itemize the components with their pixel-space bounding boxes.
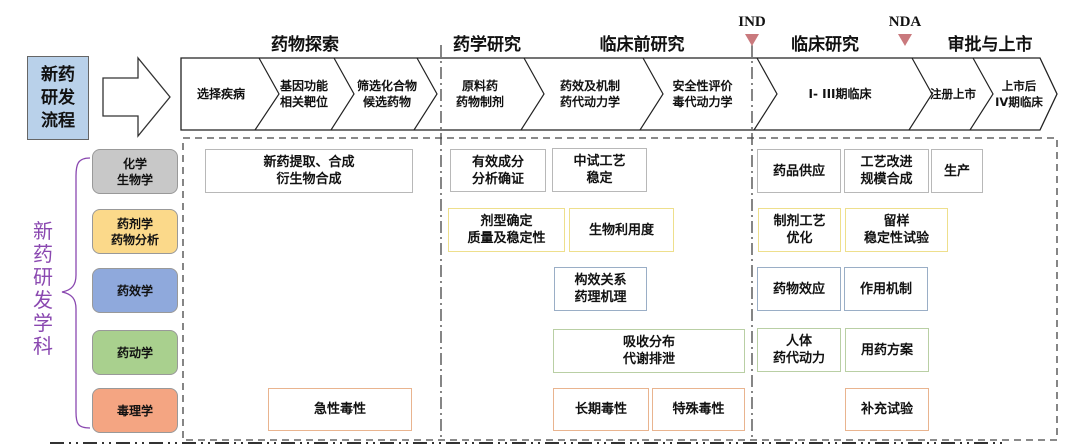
activity-box: 制剂工艺 优化 — [758, 208, 841, 252]
discipline-chemistry: 化学 生物学 — [92, 149, 178, 194]
activity-box: 剂型确定 质量及稳定性 — [448, 208, 565, 252]
activity-box: 有效成分 分析确证 — [450, 149, 546, 192]
discipline-pharmacodynamics: 药效学 — [92, 268, 178, 313]
milestone-ind: IND — [738, 14, 766, 30]
chevron-step: 选择疾病 — [196, 87, 245, 101]
ind-marker-icon — [745, 34, 759, 46]
chevron-band-outline — [180, 57, 1058, 131]
activity-box: 生物利用度 — [569, 208, 674, 252]
activity-box: 补充试验 — [845, 388, 929, 431]
activity-box: 作用机制 — [844, 267, 928, 311]
activity-box: 吸收分布 代谢排泄 — [553, 329, 745, 373]
discipline-pharmacokinetics: 药动学 — [92, 330, 178, 375]
chevron-dividers — [254, 57, 994, 131]
chevron-step: 注册上市 — [930, 87, 976, 101]
dashed-frame — [182, 137, 1058, 441]
phase-header-discovery: 药物探索 — [271, 35, 339, 55]
brace — [61, 157, 91, 429]
chevron-step: 筛选化合物 候选药物 — [356, 79, 417, 109]
activity-box: 急性毒性 — [268, 388, 412, 431]
discipline-toxicology: 毒理学 — [92, 388, 178, 433]
phase-header-preclinical: 临床前研究 — [599, 35, 685, 55]
discipline-title: 新药研发学科 — [33, 219, 53, 358]
activity-box: 长期毒性 — [553, 388, 649, 431]
process-arrow — [102, 56, 171, 138]
activity-box: 中试工艺 稳定 — [552, 148, 647, 192]
activity-box: 药物效应 — [757, 267, 841, 311]
activity-box: 用药方案 — [845, 328, 929, 372]
chevron-step: 上市后 IV期临床 — [995, 79, 1043, 109]
activity-box: 药品供应 — [757, 149, 841, 193]
chevron-step: 原料药 药物制剂 — [455, 79, 504, 109]
activity-box: 留样 稳定性试验 — [845, 208, 948, 252]
activity-box: 人体 药代动力 — [757, 328, 841, 372]
activity-box: 新药提取、合成 衍生物合成 — [205, 149, 413, 193]
chevron-step: I- III期临床 — [808, 87, 872, 101]
activity-box: 工艺改进 规模合成 — [844, 149, 929, 193]
chevron-step: 安全性评价 毒代动力学 — [672, 79, 733, 109]
chevron-step: 药效及机制 药代动力学 — [559, 79, 620, 109]
process-label: 新药 研发 流程 — [41, 64, 75, 131]
chevron-step: 基因功能 相关靶位 — [279, 79, 328, 109]
phase-header-approval: 审批与上市 — [947, 35, 1033, 55]
discipline-pharmaceutics: 药剂学 药物分析 — [92, 209, 178, 254]
phase-header-pharmaceutics: 药学研究 — [453, 35, 521, 55]
milestone-nda: NDA — [888, 14, 922, 30]
nda-marker-icon — [898, 34, 912, 46]
activity-box: 特殊毒性 — [652, 388, 745, 431]
process-label-box: 新药 研发 流程 — [27, 56, 89, 140]
activity-box: 生产 — [931, 149, 983, 193]
activity-box: 构效关系 药理机理 — [554, 267, 647, 311]
phase-header-clinical: 临床研究 — [791, 35, 859, 55]
